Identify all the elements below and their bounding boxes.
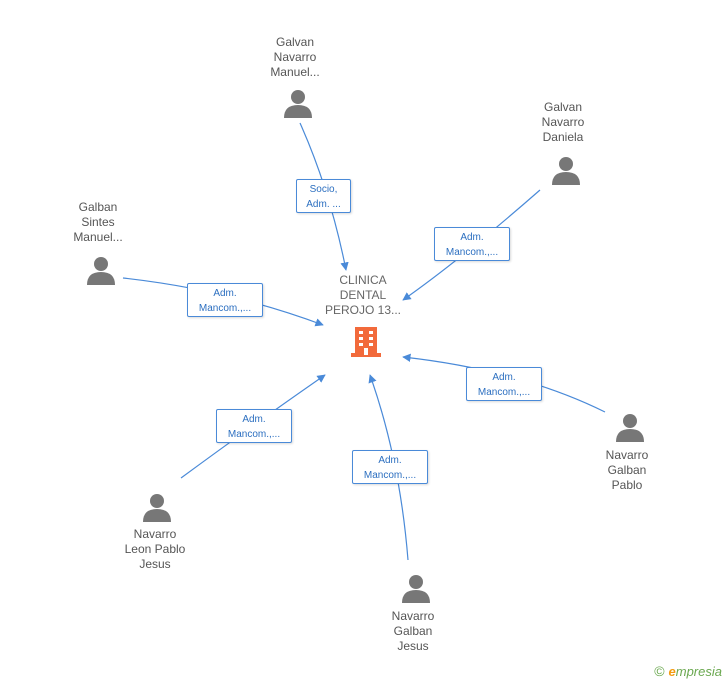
person-icon[interactable] bbox=[551, 155, 581, 185]
brand-logo: ©empresia bbox=[654, 663, 722, 679]
relation-label-galban-sintes[interactable]: Adm. Mancom.,... bbox=[187, 283, 263, 317]
person-label-galvan-daniela[interactable]: Galvan Navarro Daniela bbox=[541, 100, 585, 144]
building-icon bbox=[351, 327, 381, 357]
person-label-navarro-pablo[interactable]: Navarro Galban Pablo bbox=[605, 448, 649, 492]
person-icon[interactable] bbox=[283, 88, 313, 118]
relation-label-navarro-leon[interactable]: Adm. Mancom.,... bbox=[216, 409, 292, 443]
person-icon[interactable] bbox=[615, 412, 645, 442]
person-icon[interactable] bbox=[401, 573, 431, 603]
relation-label-navarro-pablo[interactable]: Adm. Mancom.,... bbox=[466, 367, 542, 401]
person-icon[interactable] bbox=[142, 492, 172, 522]
person-icon[interactable] bbox=[86, 255, 116, 285]
person-label-galban-sintes[interactable]: Galban Sintes Manuel... bbox=[73, 200, 123, 244]
person-label-navarro-leon[interactable]: Navarro Leon Pablo Jesus bbox=[124, 527, 186, 571]
relation-label-navarro-jesus[interactable]: Adm. Mancom.,... bbox=[352, 450, 428, 484]
person-label-galvan-manuel[interactable]: Galvan Navarro Manuel... bbox=[270, 35, 320, 79]
relation-label-galvan-daniela[interactable]: Adm. Mancom.,... bbox=[434, 227, 510, 261]
relation-label-galvan-manuel[interactable]: Socio, Adm. ... bbox=[296, 179, 351, 213]
company-label: CLINICA DENTAL PEROJO 13... bbox=[324, 273, 402, 317]
person-label-navarro-jesus[interactable]: Navarro Galban Jesus bbox=[391, 609, 435, 653]
